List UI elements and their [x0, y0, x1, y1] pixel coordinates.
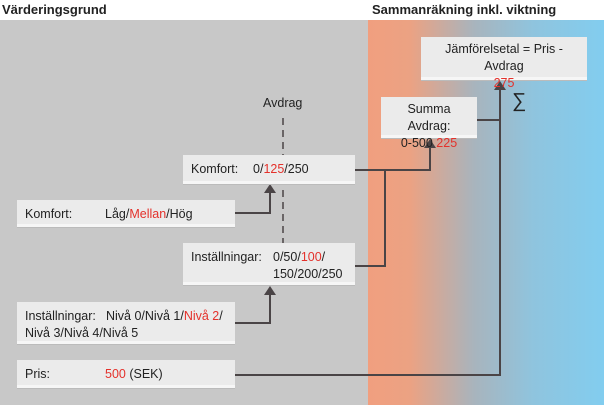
price-value: 500 [105, 367, 126, 381]
summa-avdrag-box: Summa Avdrag: 0-500 225 [381, 97, 477, 150]
pris-to-jamforelsetal-line [235, 88, 501, 376]
label: Pris: [25, 367, 50, 381]
selected-value: 100 [300, 250, 322, 264]
label: Summa Avdrag: [407, 102, 451, 133]
label: Jämförelsetal = Pris - Avdrag [445, 42, 563, 73]
selected-value: Nivå 2 [183, 309, 220, 323]
label: Inställningar: [191, 250, 262, 264]
text: / [321, 250, 326, 264]
text: /Hög [166, 207, 193, 221]
installningar-input-box: Inställningar: Nivå 0/Nivå 1/Nivå 2/ Nivå… [17, 302, 235, 344]
text: / [219, 309, 223, 323]
installningar-arrow [235, 294, 271, 324]
pris-box: Pris: 500 (SEK) [17, 360, 235, 388]
avdrag-label: Avdrag [263, 96, 303, 110]
text: (SEK) [125, 367, 163, 381]
summation-panel [368, 20, 604, 405]
sigma-icon: ∑ [512, 90, 527, 112]
left-section-title: Värderingsgrund [2, 2, 107, 17]
komfort-arrow [235, 192, 271, 214]
text: 150/200/250 [273, 267, 343, 281]
arrowhead-icon [424, 139, 436, 148]
text: Låg/ [105, 207, 130, 221]
installningar-to-summa-line [355, 170, 386, 267]
text: 0-500 [400, 136, 437, 150]
label: Komfort: [25, 207, 73, 221]
text: 0/ [253, 162, 264, 176]
label: Komfort: [191, 162, 239, 176]
jamforelsetal-box: Jämförelsetal = Pris - Avdrag 275 [421, 37, 587, 90]
result-value: 275 [493, 76, 515, 90]
arrowhead-icon [494, 81, 506, 90]
selected-value: 125 [263, 162, 285, 176]
text: Nivå 3/Nivå 4/Nivå 5 [25, 326, 139, 340]
selected-value: Mellan [129, 207, 167, 221]
right-section-title: Sammanräkning inkl. viktning [372, 2, 557, 17]
text: Nivå 0/Nivå 1/ [106, 309, 184, 323]
arrowhead-icon [264, 286, 276, 295]
text: 0/50/ [273, 250, 301, 264]
sum-value: 225 [436, 136, 458, 150]
komfort-to-summa-line [355, 147, 431, 171]
installningar-result-box: Inställningar: 0/50/100/ 150/200/250 [183, 243, 355, 285]
komfort-result-box: Komfort: 0/125/250 [183, 155, 355, 184]
text: /250 [284, 162, 309, 176]
komfort-input-box: Komfort: Låg/Mellan/Hög [17, 200, 235, 227]
arrowhead-icon [264, 184, 276, 193]
label: Inställningar: [25, 309, 96, 323]
